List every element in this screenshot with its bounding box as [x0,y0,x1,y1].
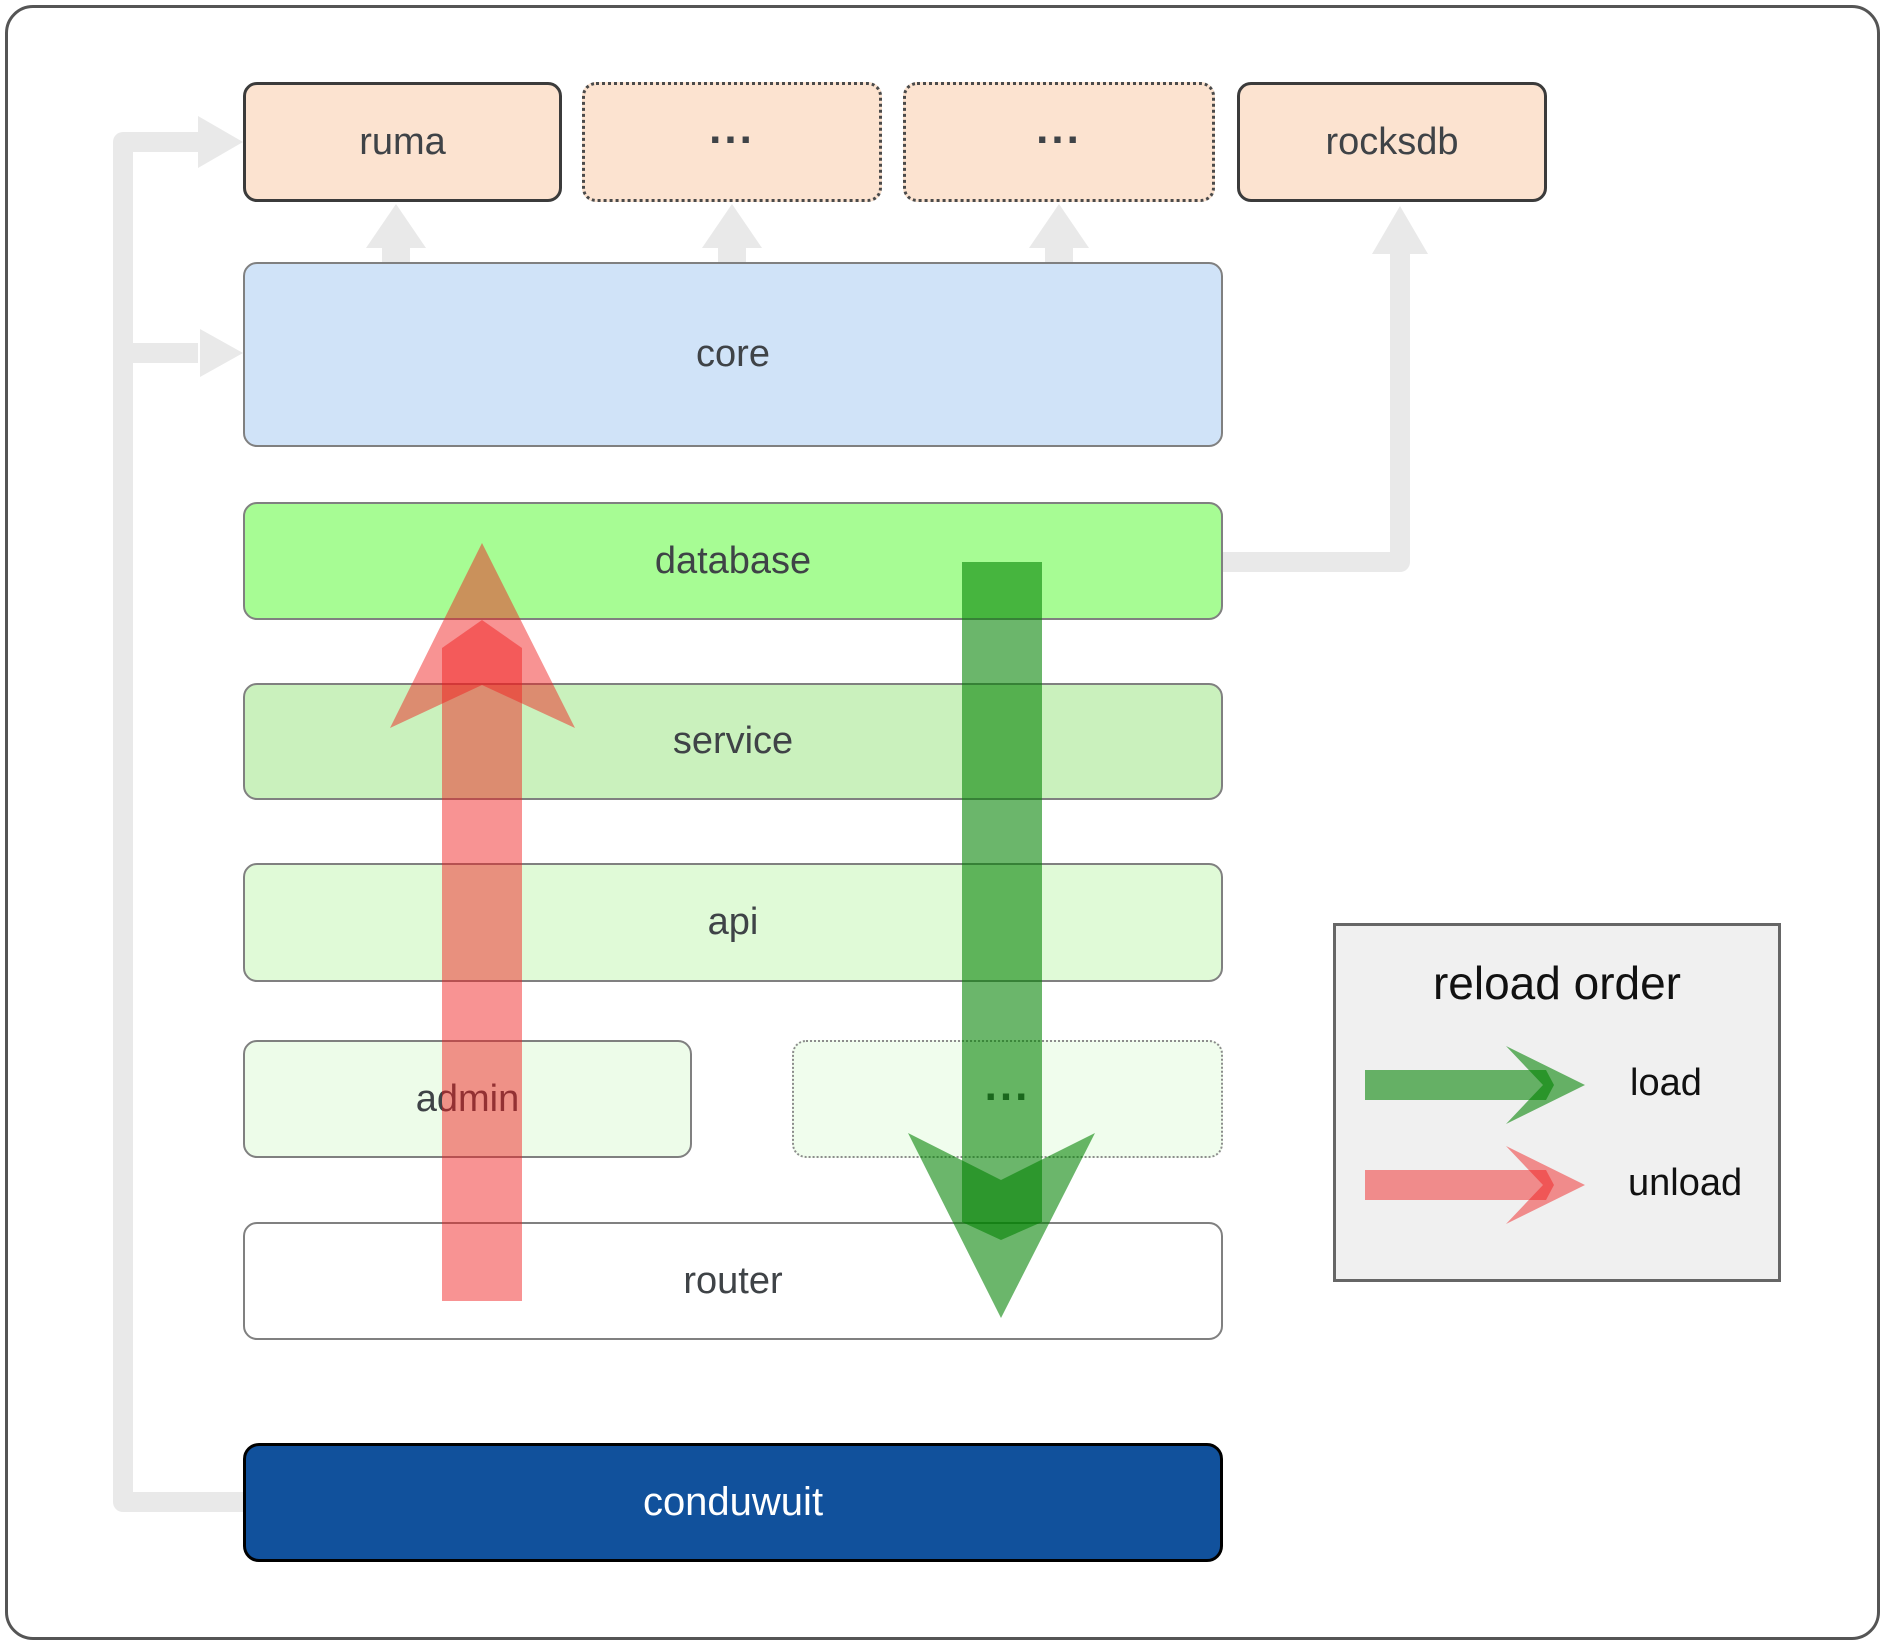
box-database: database [243,502,1223,620]
box-admin-label: admin [415,1077,520,1120]
box-core: core [243,262,1223,447]
box-service-label: service [672,720,794,762]
box-ellipsis-admin: ... [792,1040,1223,1158]
arrowhead-into-rocksdb-icon [1372,206,1428,254]
box-rocksdb-label: rocksdb [1325,120,1459,163]
legend-arrow-icons [1365,1046,1585,1224]
arrowhead-into-ruma-icon [198,116,243,168]
box-ellipsis-admin-label: ... [984,1061,1031,1110]
arrowhead-into-core-icon [200,329,243,377]
legend-load-arrow-head-icon [1506,1046,1585,1124]
core-to-crate2-arrowhead-icon [702,204,762,248]
legend-unload-label: unload [1628,1162,1743,1204]
box-ruma: ruma [243,82,562,202]
box-ellipsis-top-2: ... [903,82,1215,202]
core-to-ruma-arrowhead-icon [366,204,426,248]
box-rocksdb: rocksdb [1237,82,1547,202]
box-conduwuit-label: conduwuit [642,1480,824,1524]
box-ellipsis-top-1: ... [582,82,882,202]
core-to-crate3-arrowhead-icon [1029,204,1089,248]
legend-unload-arrow-head-icon [1506,1146,1585,1224]
box-core-label: core [696,333,770,375]
box-ellipsis-top-2-label: ... [1036,104,1082,153]
box-conduwuit: conduwuit [243,1443,1223,1562]
database-to-rocksdb-connector [1223,252,1410,572]
box-api-label: api [707,901,759,943]
box-router: router [243,1222,1223,1340]
legend-load-arrow-shaft [1365,1070,1554,1100]
box-ellipsis-top-1-label: ... [709,104,755,153]
box-api: api [243,863,1223,982]
legend-load-label: load [1630,1062,1702,1104]
legend-title: reload order [1432,957,1682,1009]
legend-unload-arrow-shaft [1365,1170,1554,1200]
box-ruma-label: ruma [359,120,446,163]
box-admin: admin [243,1040,692,1158]
conduwuit-to-ruma-connector [113,132,243,1512]
box-service: service [243,683,1223,800]
box-database-label: database [654,539,812,582]
box-router-label: router [683,1259,783,1302]
legend-panel: reload order load unload [1333,923,1781,1282]
